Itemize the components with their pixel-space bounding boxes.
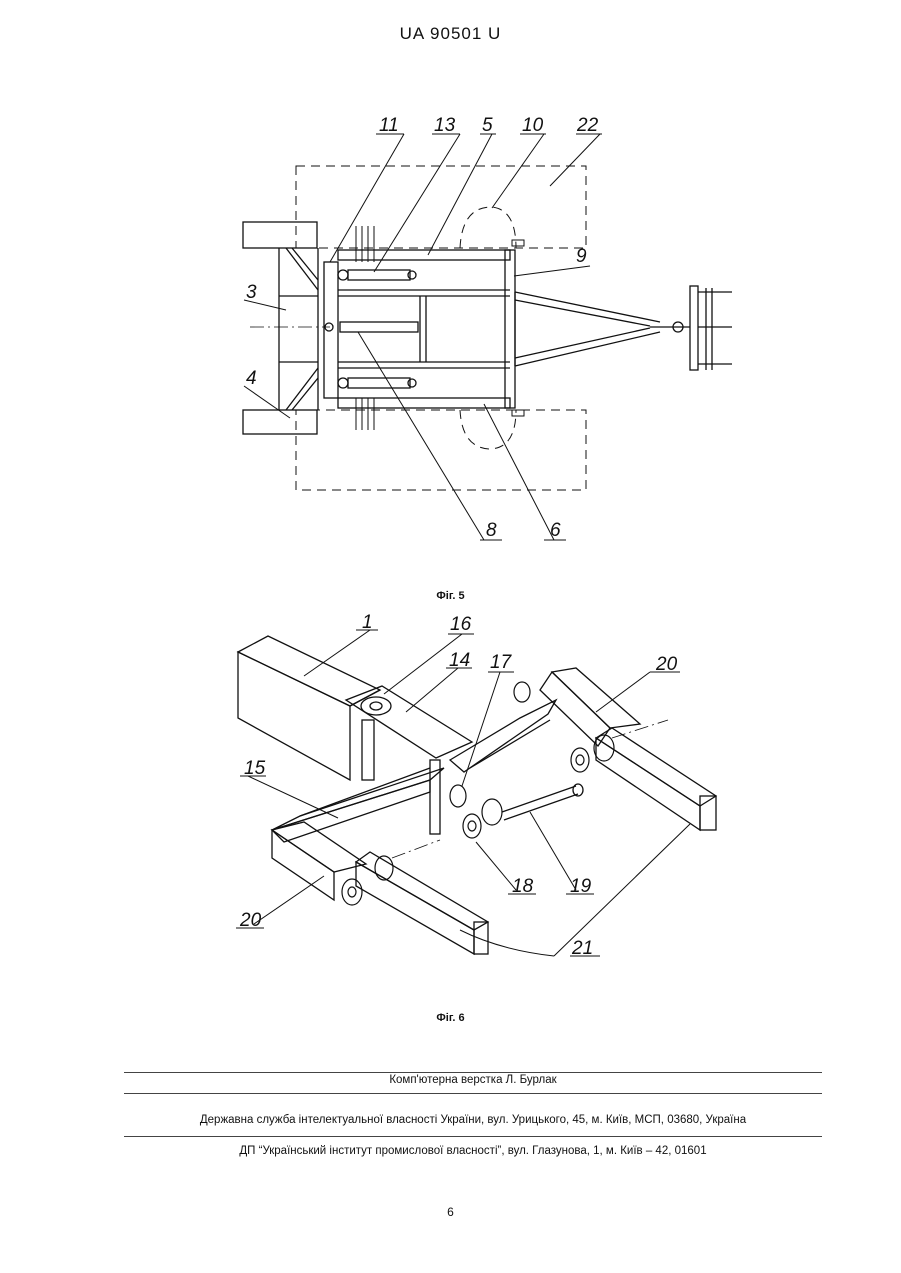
label-14: 14 — [449, 650, 470, 671]
footer-divider — [124, 1093, 822, 1094]
figure-6-drawing: 1 16 14 17 20 15 18 19 20 21 — [0, 610, 901, 970]
institute-address: ДП “Український інститут промислової вла… — [124, 1145, 822, 1157]
agency-address: Державна служба інтелектуальної власност… — [124, 1114, 822, 1126]
label-19: 19 — [570, 876, 592, 897]
figure-6-caption: Фіг. 6 — [0, 1012, 901, 1024]
label-16: 16 — [450, 614, 472, 635]
footer-divider — [124, 1072, 822, 1073]
label-17: 17 — [490, 652, 513, 673]
label-22: 22 — [576, 115, 599, 136]
label-8: 8 — [486, 520, 497, 541]
label-13: 13 — [434, 115, 456, 136]
label-20-left: 20 — [239, 910, 262, 931]
label-11: 11 — [379, 115, 399, 136]
label-15: 15 — [244, 758, 266, 779]
patent-number-header: UA 90501 U — [0, 24, 901, 44]
page-number: 6 — [0, 1205, 901, 1219]
label-21: 21 — [571, 938, 593, 959]
label-5: 5 — [482, 115, 493, 136]
label-6: 6 — [550, 520, 561, 541]
label-20-right: 20 — [655, 654, 678, 675]
label-4: 4 — [246, 368, 257, 389]
figure-5-drawing: 11 13 5 10 22 9 3 4 8 6 — [0, 110, 901, 550]
label-3: 3 — [246, 282, 257, 303]
figure-5-caption: Фіг. 5 — [0, 590, 901, 602]
label-10: 10 — [522, 115, 544, 136]
label-18: 18 — [512, 876, 534, 897]
label-1: 1 — [362, 612, 373, 633]
footer-divider — [124, 1136, 822, 1137]
layout-credit: Комп'ютерна верстка Л. Бурлак — [124, 1074, 822, 1086]
label-9: 9 — [576, 246, 587, 267]
